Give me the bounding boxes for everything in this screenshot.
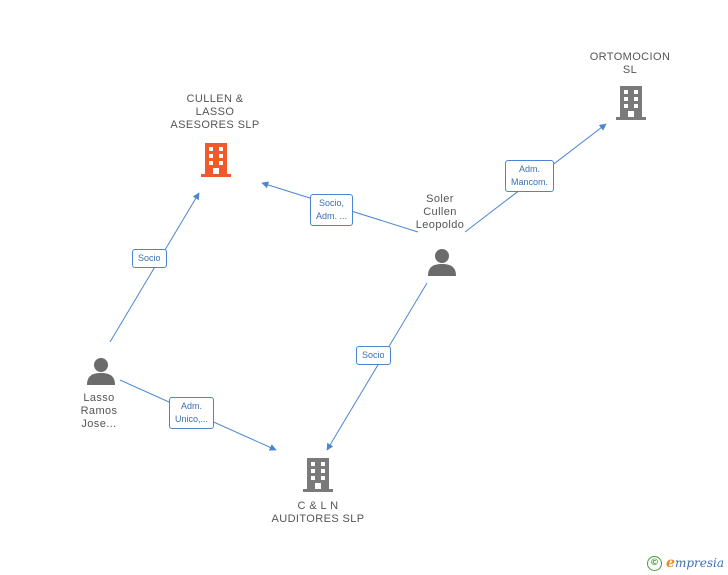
edge-label-line: Socio [138,253,161,263]
person-icon[interactable] [427,247,457,277]
label-line: Leopoldo [415,219,465,231]
company-label-cullen[interactable]: CULLEN & LASSO ASESORES SLP [155,93,275,132]
building-icon[interactable] [615,86,647,120]
label-line: C & L N [297,500,339,512]
edge-label-line: Socio [362,350,385,360]
person-label-lasso[interactable]: Lasso Ramos Jose... [59,392,139,431]
brand-initial: e [666,555,675,571]
edge-label-line: Adm. [181,401,203,411]
label-line: Cullen [423,206,457,218]
person-icon[interactable] [86,356,116,386]
building-icon[interactable] [200,143,232,177]
edge-label-soler-cyln[interactable]: Socio [356,346,391,365]
edge-label-lasso-cyln[interactable]: Adm. Unico,... [169,397,215,429]
edge-label-soler-cullen[interactable]: Socio, Adm. ... [310,194,354,226]
copyright-icon: © [647,555,663,571]
label-line: Soler [426,193,454,205]
label-line: Ramos [80,405,118,417]
edge-label-line: Unico,... [175,414,209,424]
company-label-cyln[interactable]: C & L N AUDITORES SLP [258,500,378,526]
edge-label-lasso-cullen[interactable]: Socio [132,249,167,268]
label-line: LASSO [195,106,235,118]
edge-label-line: Mancom. [511,177,549,187]
edge-label-line: Adm. ... [316,211,348,221]
edge-label-line: Adm. [519,164,541,174]
label-line: AUDITORES SLP [271,513,365,525]
building-icon[interactable] [302,458,334,492]
edge-label-soler-ortomocion[interactable]: Adm. Mancom. [505,160,555,192]
label-line: Jose... [81,418,117,430]
edge-label-line: Socio, [319,198,345,208]
label-line: SL [622,64,638,76]
label-line: ASESORES SLP [170,119,260,131]
label-line: ORTOMOCION [589,51,671,63]
footer-brand[interactable]: © empresia [647,555,724,571]
brand-logo: empresia [666,555,724,571]
label-line: Lasso [83,392,115,404]
brand-name: mpresia [674,556,724,570]
person-label-soler[interactable]: Soler Cullen Leopoldo [400,193,480,232]
label-line: CULLEN & [186,93,244,105]
edge-soler-cyln [326,282,428,451]
company-label-ortomocion[interactable]: ORTOMOCION SL [575,51,685,77]
